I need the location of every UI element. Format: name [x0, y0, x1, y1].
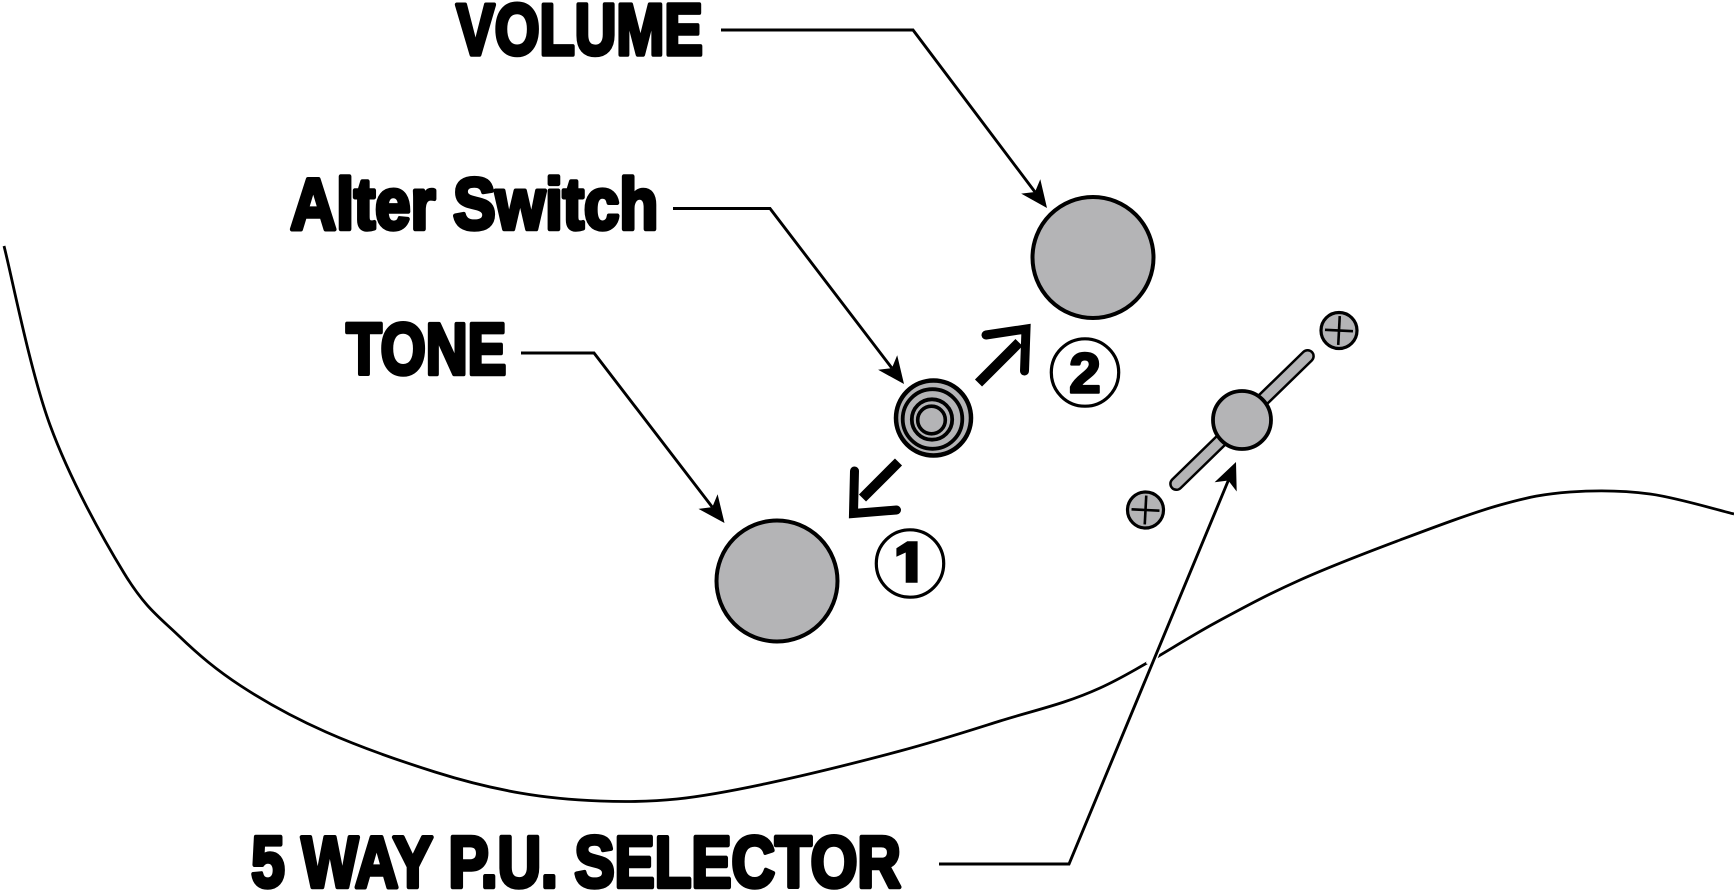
svg-text:2: 2	[1069, 341, 1101, 405]
svg-text:VOLUME: VOLUME	[456, 0, 703, 70]
svg-text:Alter Switch: Alter Switch	[290, 165, 658, 245]
svg-text:TONE: TONE	[346, 310, 506, 390]
svg-text:5 WAY P.U. SELECTOR: 5 WAY P.U. SELECTOR	[251, 823, 901, 896]
